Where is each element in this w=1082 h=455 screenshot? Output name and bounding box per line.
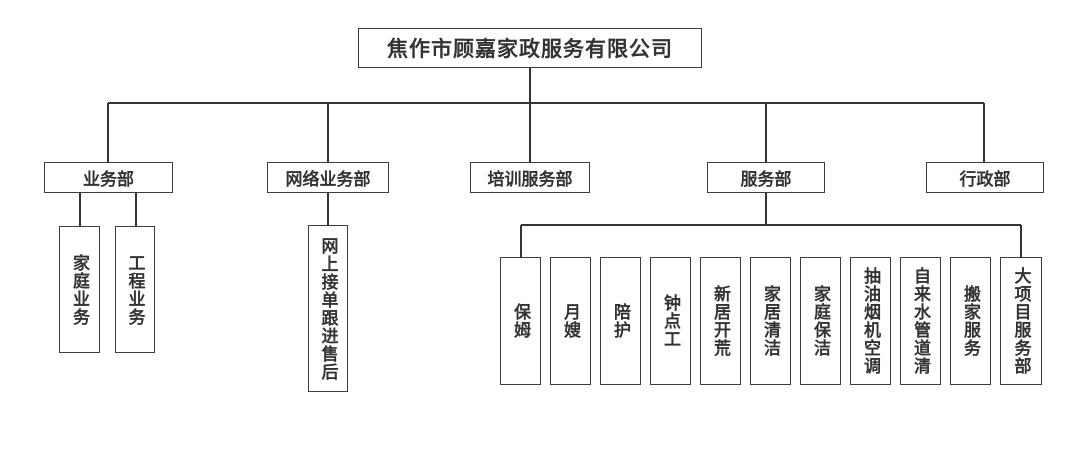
child-box-nanny: 保姆 xyxy=(500,257,541,385)
child-box-water-pipe-cleaning: 自来水管道清 xyxy=(900,257,941,385)
child-box-household-cleaning: 家庭保洁 xyxy=(800,257,841,385)
child-box-maternity-matron: 月嫂 xyxy=(550,257,591,385)
child-box-online-order-followup: 网上接单跟进售后 xyxy=(308,225,348,392)
dept-box-administration: 行政部 xyxy=(926,162,1044,193)
dept-box-online-business: 网络业务部 xyxy=(267,162,389,193)
child-box-new-home-cleaning: 新居开荒 xyxy=(700,257,741,385)
child-box-major-project-service: 大项目服务部 xyxy=(1000,257,1042,385)
dept-box-training-service: 培训服务部 xyxy=(470,162,590,193)
dept-box-business: 业务部 xyxy=(44,162,173,193)
dept-box-service: 服务部 xyxy=(707,162,825,193)
child-box-hourly-worker: 钟点工 xyxy=(650,257,691,385)
child-box-care-companion: 陪护 xyxy=(600,257,641,385)
child-box-family-business: 家庭业务 xyxy=(59,226,100,353)
child-box-moving-service: 搬家服务 xyxy=(950,257,991,385)
child-box-range-hood-ac: 抽油烟机空调 xyxy=(850,257,891,385)
child-box-engineering-business: 工程业务 xyxy=(115,226,155,353)
org-root-box: 焦作市顾嘉家政服务有限公司 xyxy=(358,28,702,68)
child-box-home-cleaning: 家居清洁 xyxy=(750,257,791,385)
